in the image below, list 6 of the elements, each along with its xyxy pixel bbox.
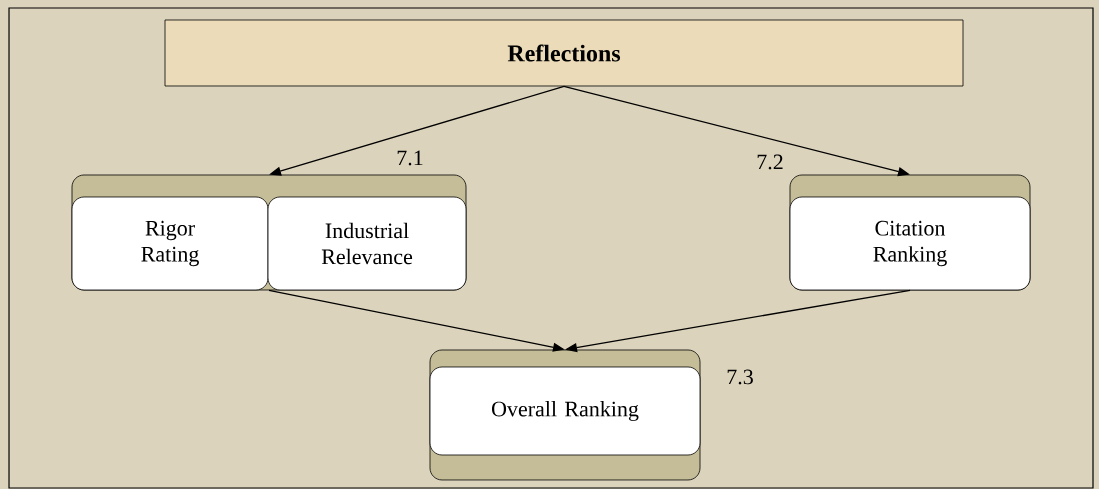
process-box: Overall Ranking	[429, 366, 701, 456]
process-box: Citation Ranking	[789, 196, 1031, 291]
process-box: Rigor Rating	[71, 196, 269, 291]
process-box: Industrial Relevance	[267, 196, 467, 291]
title-box: Reflections	[164, 19, 964, 87]
step-number: 7.3	[727, 369, 753, 385]
